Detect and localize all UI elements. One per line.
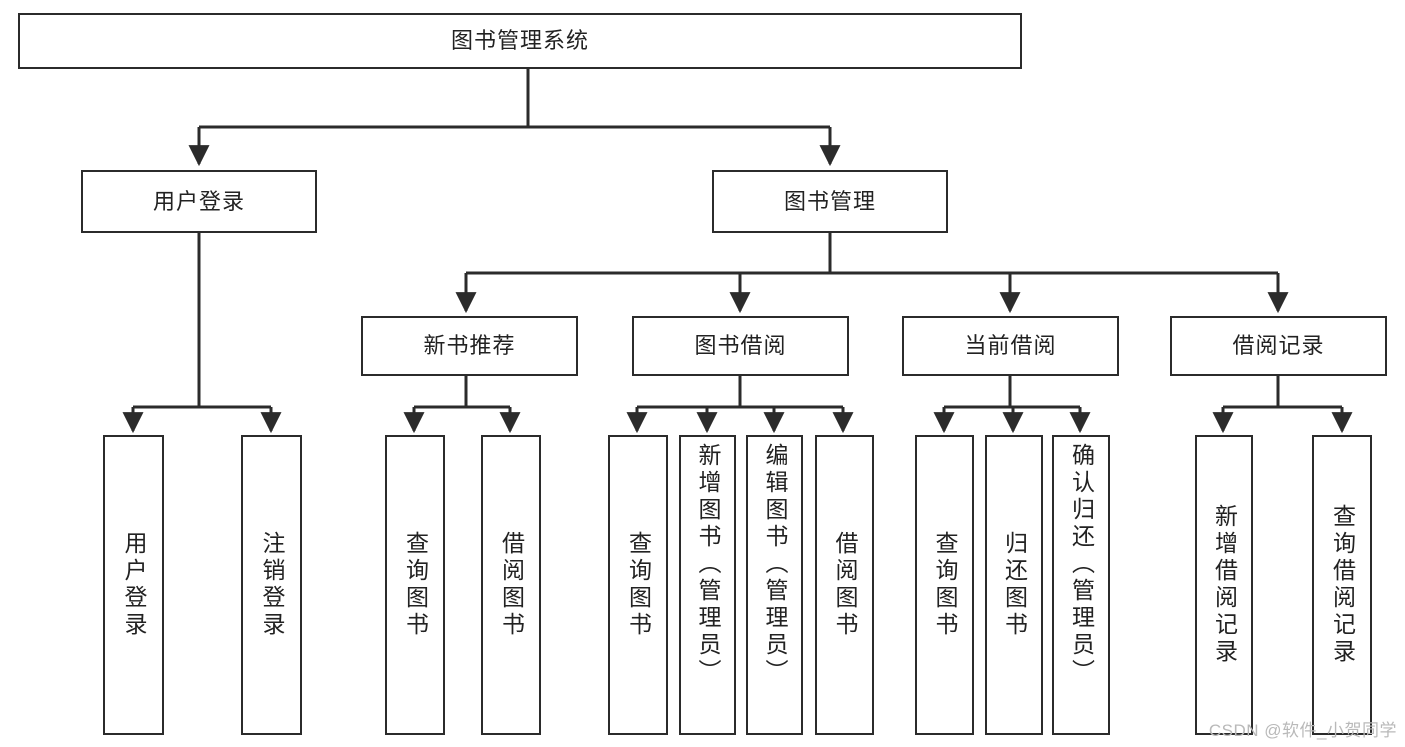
node-label: 图书管理系统 bbox=[450, 28, 589, 54]
leaf-recommend-borrow-book[interactable]: 借阅图书 bbox=[481, 435, 541, 735]
leaf-record-query-record[interactable]: 查询借阅记录 bbox=[1312, 435, 1372, 735]
node-label: 查询借阅记录 bbox=[1329, 504, 1356, 666]
node-label: 查询图书 bbox=[932, 531, 958, 639]
node-label: 当前借阅 bbox=[964, 333, 1057, 359]
node-label: 新书推荐 bbox=[423, 333, 516, 359]
node-borrow-record[interactable]: 借阅记录 bbox=[1170, 316, 1387, 376]
node-label: 借阅图书 bbox=[498, 531, 525, 639]
node-book-borrow[interactable]: 图书借阅 bbox=[632, 316, 849, 376]
leaf-borrow-borrow-book[interactable]: 借阅图书 bbox=[815, 435, 874, 735]
watermark-text: CSDN @软件_小贺同学 bbox=[1208, 721, 1397, 740]
node-label: 借阅图书 bbox=[832, 531, 858, 639]
leaf-borrow-query-book[interactable]: 查询图书 bbox=[608, 435, 668, 735]
node-book-management[interactable]: 图书管理 bbox=[712, 170, 948, 233]
leaf-user-login-signout[interactable]: 注销登录 bbox=[241, 435, 302, 735]
node-label: 借阅记录 bbox=[1232, 333, 1325, 359]
leaf-current-query-book[interactable]: 查询图书 bbox=[915, 435, 974, 735]
leaf-current-return-book[interactable]: 归还图书 bbox=[985, 435, 1043, 735]
node-label: 确认归还（管理员） bbox=[1068, 443, 1095, 686]
leaf-user-login-signin[interactable]: 用户登录 bbox=[103, 435, 164, 735]
node-label: 归还图书 bbox=[1001, 531, 1028, 639]
node-root-system[interactable]: 图书管理系统 bbox=[18, 13, 1022, 69]
node-new-book-recommend[interactable]: 新书推荐 bbox=[361, 316, 578, 376]
leaf-current-confirm-return-admin[interactable]: 确认归还（管理员） bbox=[1052, 435, 1110, 735]
node-label: 图书借阅 bbox=[694, 333, 787, 359]
leaf-recommend-query-book[interactable]: 查询图书 bbox=[385, 435, 445, 735]
leaf-borrow-edit-book-admin[interactable]: 编辑图书（管理员） bbox=[746, 435, 803, 735]
node-label: 查询图书 bbox=[625, 531, 652, 639]
node-label: 编辑图书（管理员） bbox=[762, 443, 788, 686]
node-label: 用户登录 bbox=[121, 531, 147, 639]
leaf-record-add-record[interactable]: 新增借阅记录 bbox=[1195, 435, 1253, 735]
node-current-borrow[interactable]: 当前借阅 bbox=[902, 316, 1119, 376]
node-label: 新增图书（管理员） bbox=[695, 443, 721, 686]
node-user-login[interactable]: 用户登录 bbox=[81, 170, 317, 233]
node-label: 注销登录 bbox=[259, 531, 285, 639]
node-label: 图书管理 bbox=[783, 188, 876, 214]
node-label: 查询图书 bbox=[402, 531, 429, 639]
node-label: 用户登录 bbox=[152, 188, 245, 214]
node-label: 新增借阅记录 bbox=[1211, 504, 1238, 666]
leaf-borrow-add-book-admin[interactable]: 新增图书（管理员） bbox=[679, 435, 736, 735]
